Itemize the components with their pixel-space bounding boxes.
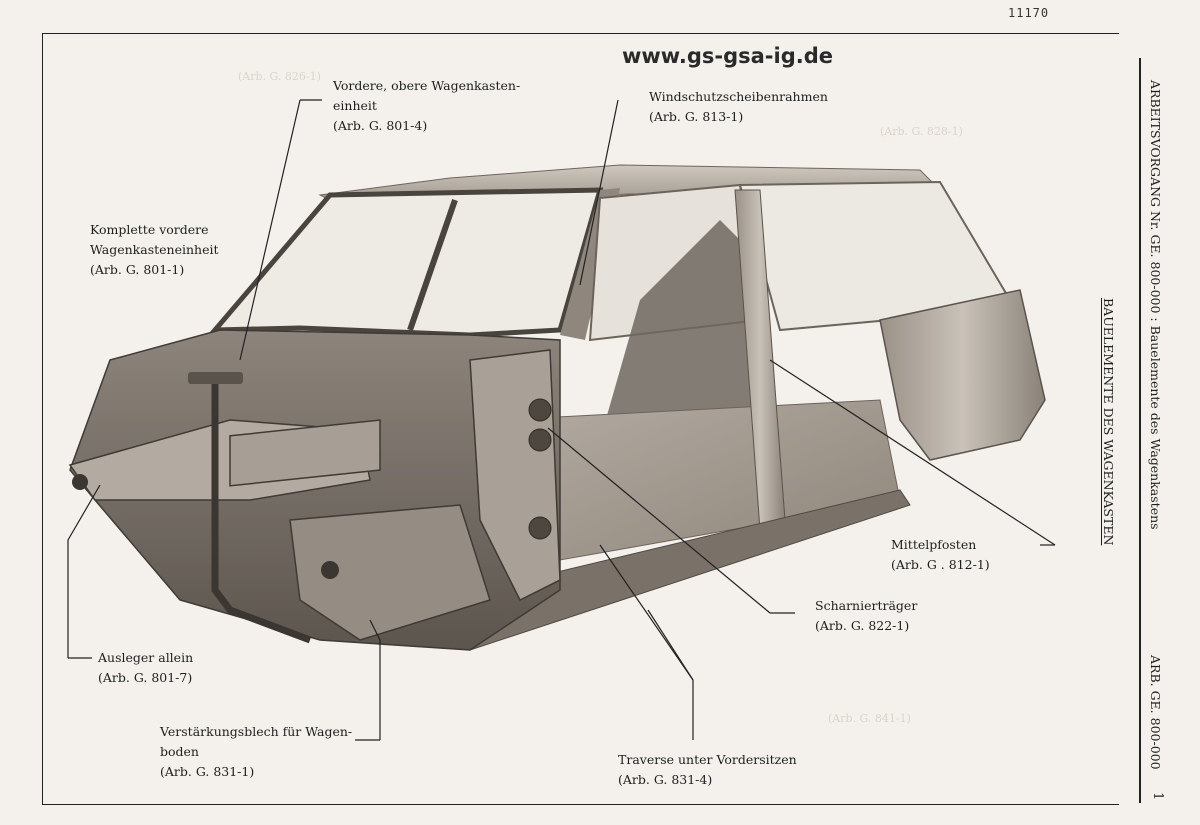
label-komplette: Komplette vordere Wagenkasteneinheit (Ar… [90, 220, 219, 280]
label-vordere-obere: Vordere, obere Wagenkasten- einheit (Arb… [333, 76, 520, 136]
label-line: einheit [333, 98, 377, 113]
label-line: Windschutzscheibenrahmen [649, 89, 828, 104]
label-line: Traverse unter Vordersitzen [618, 752, 797, 767]
label-mittelpfosten: Mittelpfosten (Arb. G . 812-1) [891, 535, 990, 575]
label-verstaerkung: Verstärkungsblech für Wagen- boden (Arb.… [160, 722, 352, 782]
label-line: boden [160, 744, 199, 759]
label-code: (Arb. G. 801-4) [333, 118, 428, 133]
bleed-through-text: (Arb. G. 841-1) [828, 712, 911, 725]
label-code: (Arb. G. 831-4) [618, 772, 713, 787]
watermark-url: www.gs-gsa-ig.de [622, 44, 833, 68]
leader-lines [67, 99, 1056, 741]
label-line: Komplette vordere [90, 222, 209, 237]
operation-heading: ARBEITSVORGANG Nr. GE. 800-000 : Bauelem… [1148, 80, 1163, 530]
label-code: (Arb. G. 822-1) [815, 618, 910, 633]
label-line: Vordere, obere Wagenkasten- [333, 78, 521, 93]
label-line: Ausleger allein [98, 650, 194, 665]
label-code: (Arb. G. 831-1) [160, 764, 255, 779]
label-code: (Arb. G. 801-7) [98, 670, 193, 685]
windscreen-frame [209, 187, 604, 338]
label-line: Mittelpfosten [891, 537, 977, 552]
label-line: Verstärkungsblech für Wagen- [160, 724, 353, 739]
bleed-through-text: (Arb. G. 828-1) [880, 125, 963, 138]
section-title: BAUELEMENTE DES WAGENKASTEN [1101, 298, 1116, 546]
label-code: (Arb. G. 801-1) [90, 262, 185, 277]
page-number: 1 [1150, 792, 1165, 801]
rear-quarter-panel [879, 289, 1046, 461]
frame-right-rule [1139, 58, 1141, 803]
seat-silhouette [600, 220, 760, 440]
label-line: Wagenkasteneinheit [90, 242, 219, 257]
page-number-top: 11170 [1008, 6, 1050, 20]
reinforcement-plate [289, 504, 491, 641]
page-frame [42, 33, 1119, 805]
label-traverse: Traverse unter Vordersitzen (Arb. G. 831… [618, 750, 797, 790]
bleed-through-text: (Arb. G. 826-1) [238, 70, 321, 83]
label-windschutz: Windschutzscheibenrahmen (Arb. G. 813-1) [649, 87, 828, 127]
label-scharnier: Scharnierträger (Arb. G. 822-1) [815, 596, 917, 636]
label-line: Scharnierträger [815, 598, 918, 613]
label-code: (Arb. G. 813-1) [649, 109, 744, 124]
subframe-box [229, 419, 381, 487]
support-stand [211, 380, 312, 644]
label-ausleger: Ausleger allein (Arb. G. 801-7) [98, 648, 193, 688]
label-code: (Arb. G . 812-1) [891, 557, 990, 572]
arb-code: ARB. GE. 800-000 [1148, 655, 1163, 770]
